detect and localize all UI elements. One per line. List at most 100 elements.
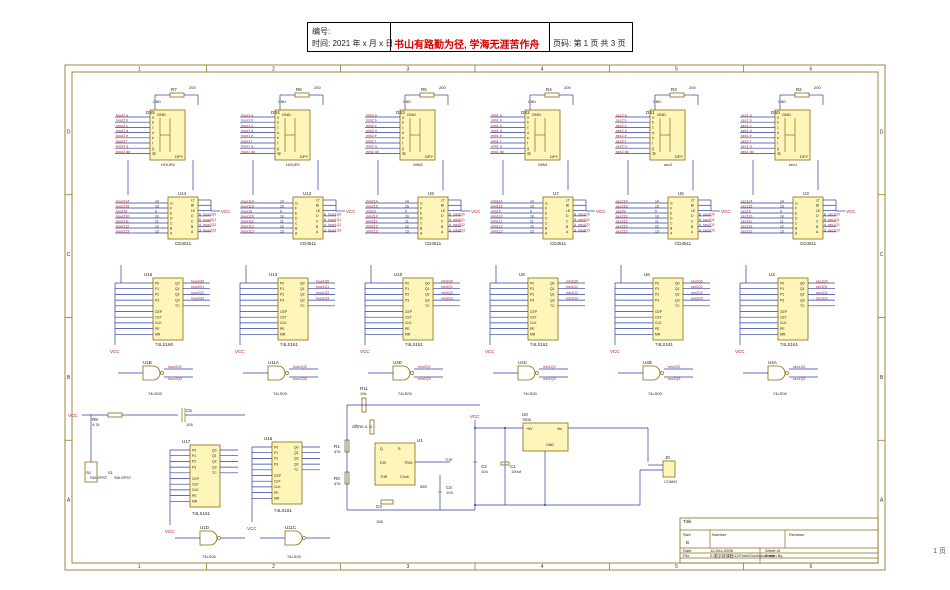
pin-label: B (566, 225, 569, 229)
resistor-ref: R5 (421, 87, 427, 92)
pin-label: LE (191, 209, 196, 213)
pin-number: 4 (574, 223, 576, 227)
net-label: hour1 b (241, 119, 253, 123)
pin-label: P3 (780, 298, 784, 302)
pin-label: G (670, 201, 673, 205)
pin-number: 11 (655, 219, 659, 223)
pin-number: 3 (699, 228, 701, 232)
gate-part: 74LS00 (773, 391, 788, 396)
nand-gate (767, 365, 786, 381)
pin-label: A (691, 230, 694, 234)
net-label: sec2Q0 (691, 279, 703, 283)
pin-label: P3 (155, 298, 159, 302)
net-label: sec1 b (741, 119, 752, 123)
pin-label: d (527, 131, 529, 135)
row-marker: B (67, 375, 71, 381)
net-label: min1 b (491, 119, 502, 123)
net-label: sec2Q2 (668, 365, 680, 369)
pin-number: 14 (655, 199, 659, 203)
gate-ref: U11C (285, 525, 297, 530)
pin-label: dp (277, 152, 281, 156)
pin-label: CET (780, 316, 787, 320)
net-label: sec1 dp (741, 150, 754, 154)
pin-number: 4 (324, 223, 326, 227)
pin-label: Q3 (175, 298, 180, 302)
pin-label: P3 (192, 465, 196, 469)
resistor-ref: R1 (334, 444, 340, 449)
pin-label: CEP (405, 310, 413, 314)
pin-label: C (545, 221, 548, 225)
pin-number: 12 (655, 224, 659, 228)
net-label: sec215 (616, 204, 628, 208)
pin-label: P1 (405, 287, 409, 291)
serial-label: 编号: (312, 27, 331, 36)
net-label: hour1Q2 (328, 223, 341, 227)
counter-chip (152, 277, 184, 341)
power-label: GND (153, 100, 161, 104)
pin-label: A (545, 231, 548, 235)
pin-label: C (795, 221, 798, 225)
page-header: 编号: 时间: 2021 年 x 月 x 日 书山有路勤为径, 学海无涯苦作舟 … (307, 22, 633, 52)
pin-label: C (566, 220, 569, 224)
decoder-chip (417, 196, 449, 240)
pin-label: Q2 (212, 460, 217, 464)
file-value: E:\数字钟\课程\12\Protel\Clock\clock.ddb (710, 553, 775, 558)
pin-label: MR (274, 497, 280, 501)
resistor-ref: R2 (796, 87, 802, 92)
pin-label: GND (782, 112, 791, 117)
gate-ref: U4D (393, 360, 403, 365)
pin-number: 3 (449, 228, 451, 232)
counter-ref: U6 (644, 272, 650, 277)
net-label: sec1Q2 (816, 291, 828, 295)
pin-label: e (277, 136, 279, 140)
nand-gate (267, 365, 286, 381)
power-label: VCC (346, 209, 356, 214)
net-label: sec2Q0 (703, 213, 715, 217)
resistor-value: 47k (334, 481, 340, 486)
pin-number: 14 (530, 199, 534, 203)
pin-number: 11 (530, 219, 534, 223)
column-marker: 2 (272, 67, 275, 73)
pin-number: 5 (699, 218, 701, 222)
net-label: hour2Q2 (168, 365, 182, 369)
net-label: min1Q2 (543, 365, 556, 369)
net-label: hour2Q3 (168, 377, 182, 381)
pin-label: Q0 (300, 281, 305, 285)
gate-bubble (785, 371, 789, 375)
column-marker: 4 (541, 67, 544, 73)
net-label: hour2 dp (116, 150, 130, 154)
pin-label: b (652, 121, 654, 125)
net-label: min2 e (366, 134, 377, 138)
display-name: HOUR2 (161, 162, 176, 167)
net-label: sec111 (741, 219, 752, 223)
power-label: VCC (735, 349, 745, 354)
pin-label: G (295, 201, 298, 205)
pin-label: Q1 (550, 287, 555, 291)
pin-label: d (152, 131, 154, 135)
pin-label: B (795, 226, 798, 230)
power-label: VCC (235, 349, 245, 354)
counter-ref: U2 (769, 272, 775, 277)
pin-label: CLK (655, 321, 662, 325)
power-label: VCC (485, 349, 495, 354)
net-label: sec2 c (616, 124, 627, 128)
pin-label: Q1 (294, 451, 299, 455)
size-value: B (686, 540, 689, 545)
counter-part: 74LS161 (530, 342, 549, 347)
net-label: hour2Q2 (203, 223, 216, 227)
net-label: sec2 d (616, 129, 627, 133)
net-label: min2 f (366, 139, 376, 143)
pin-label: dp (777, 152, 781, 156)
net-label: min2 b (366, 119, 377, 123)
net-label: sec1Q2 (828, 223, 840, 227)
pin-label: CEP (780, 310, 788, 314)
gate-part: 74LS00 (273, 391, 288, 396)
pin-label: P3 (655, 298, 659, 302)
net-label: min211 (366, 219, 378, 223)
gate-bubble (535, 371, 539, 375)
net-label: hour1 dp (241, 150, 255, 154)
net-label: min1 e (491, 134, 502, 138)
net-label: hour1 e (241, 134, 253, 138)
pin-label: CET (280, 316, 287, 320)
pin-number: 3 (199, 228, 201, 232)
